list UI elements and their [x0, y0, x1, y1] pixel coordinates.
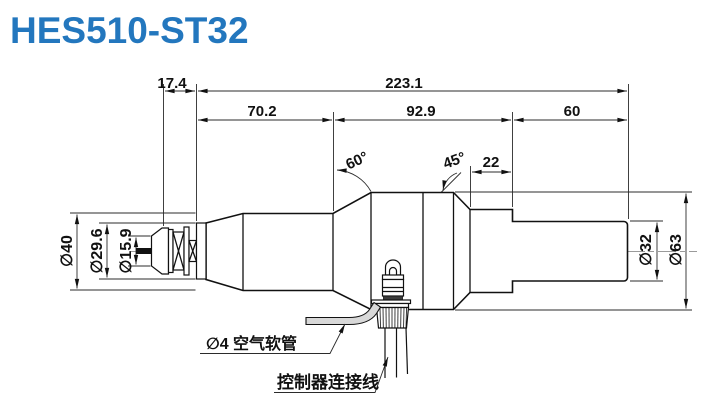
- dim-main-body-dia: ∅63: [668, 234, 685, 266]
- dim-rear-chamfer-angle: 45°: [441, 149, 468, 173]
- controller-cable-label: 控制器连接线: [277, 372, 379, 392]
- dim-rear-shaft-dia: ∅32: [638, 234, 655, 266]
- tool-shank: [136, 248, 152, 254]
- dim-rear-length: 60: [564, 103, 581, 120]
- fitting-band: [381, 274, 405, 281]
- callout-labels: ∅4 空气软管 控制器连接线: [206, 334, 379, 392]
- dim-collet-nose-dia: ∅15.9: [118, 228, 135, 273]
- page-title: HES510-ST32: [10, 10, 249, 51]
- spindle-body: [205, 191, 629, 311]
- hatch-x-2: [188, 240, 198, 262]
- connector-assembly: [370, 259, 412, 378]
- body-joint-lines: [242, 192, 471, 310]
- dim-overall-length: 223.1: [385, 75, 423, 92]
- dim-front-body-dia: ∅40: [59, 235, 76, 267]
- fitting-collar: [383, 295, 403, 301]
- dimension-lines: [74, 88, 689, 309]
- collet-ring-b: [183, 226, 190, 276]
- callout-leaders: [200, 323, 389, 393]
- spindle-silhouette: [205, 191, 629, 311]
- air-hose-leader: [200, 323, 346, 354]
- dim-rear-step-length: 22: [483, 154, 500, 171]
- knurl-lines: [379, 307, 407, 328]
- angle-45-arc: [442, 172, 458, 191]
- collet-nut-cone: [150, 227, 170, 275]
- controller-cable-leader: [274, 356, 389, 393]
- air-fitting-dome-inner: [388, 266, 398, 275]
- dimension-labels: 17.4 223.1 70.2 92.9 60 22 60° 45° ∅40 ∅…: [59, 75, 685, 274]
- dim-nose-cap-dia: ∅29.6: [89, 228, 106, 273]
- nose-cap-ring: [195, 222, 207, 280]
- dim-mid-length: 92.9: [406, 103, 435, 120]
- angle-60-arc: [336, 168, 372, 192]
- controller-cable: [384, 327, 409, 378]
- dim-collet-protrusion: 17.4: [157, 75, 187, 92]
- collet-ring-a: [167, 228, 174, 274]
- air-hose: [305, 301, 382, 326]
- collet-assembly: [136, 222, 207, 280]
- air-hose-label: ∅4 空气软管: [206, 334, 297, 353]
- extension-lines: [70, 84, 692, 311]
- dim-front-length: 70.2: [247, 103, 276, 120]
- dim-nose-taper-angle: 60°: [343, 148, 371, 173]
- hatch-x-1: [172, 231, 185, 271]
